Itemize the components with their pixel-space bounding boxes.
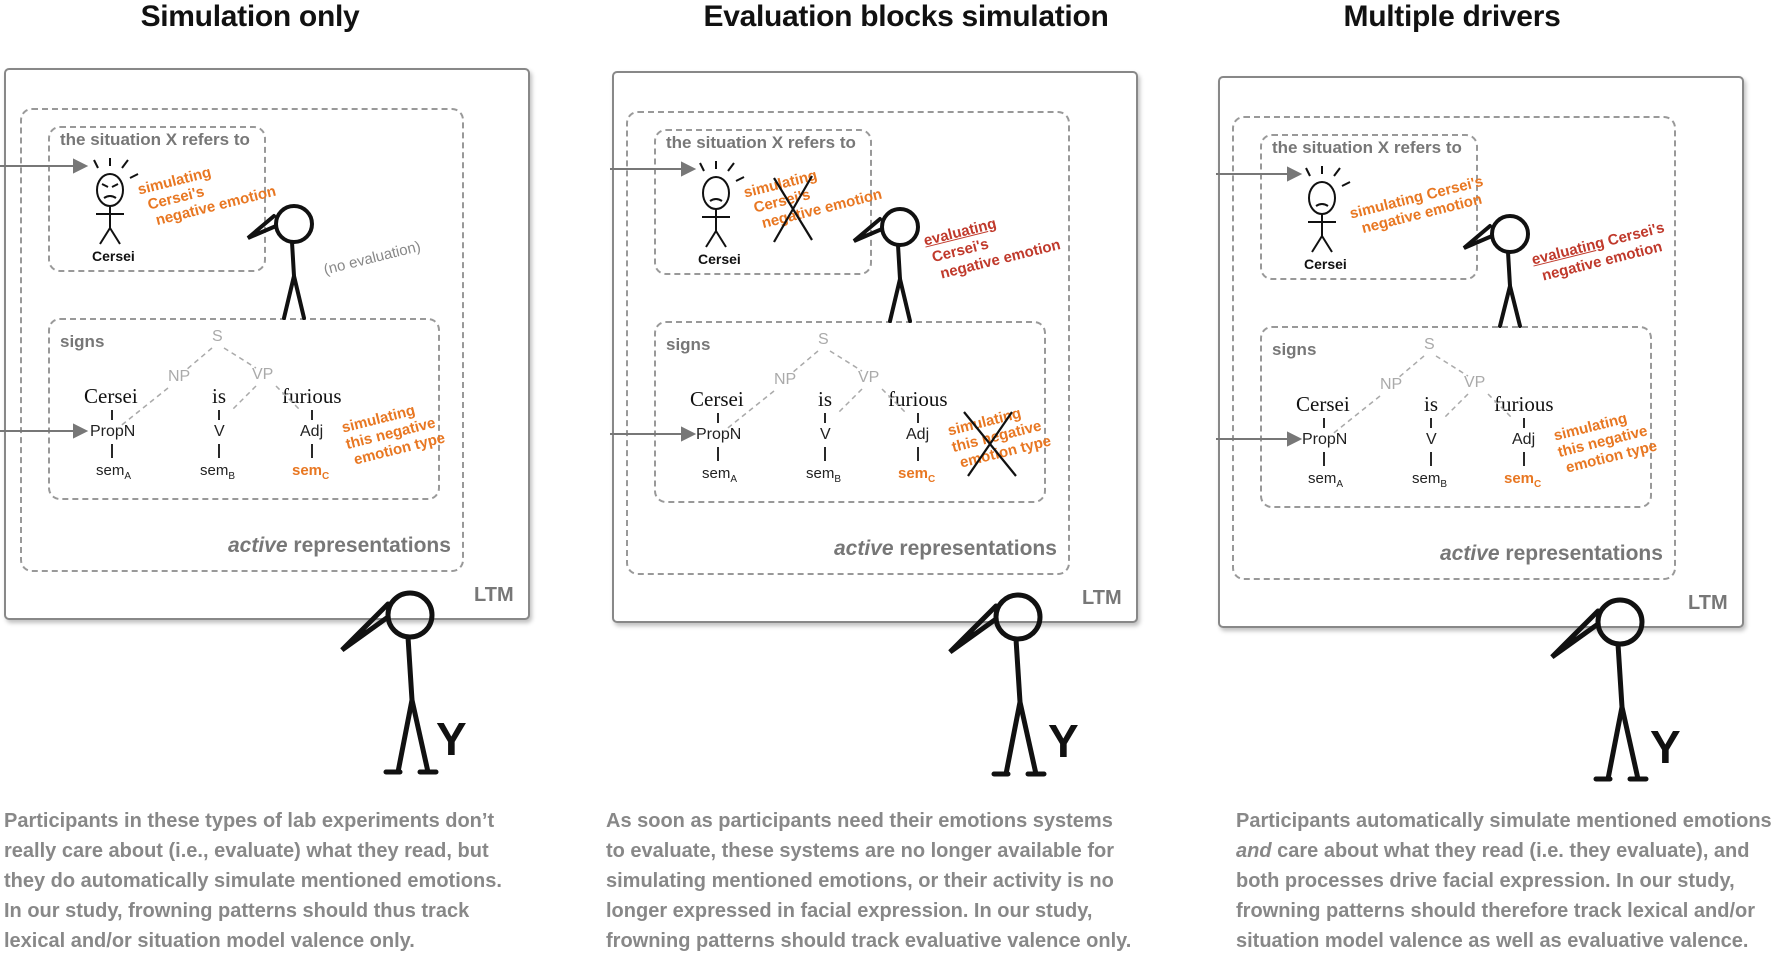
tree-s: S — [1424, 336, 1435, 353]
sem-b: semB — [200, 462, 236, 482]
tree-vp: VP — [858, 369, 880, 386]
word-is: is — [818, 387, 833, 411]
word-furious: furious — [888, 387, 948, 411]
active-representations-label: active representations — [1440, 542, 1663, 565]
ltm-box — [1218, 76, 1744, 628]
cersei-name: Cersei — [698, 251, 741, 267]
tree-vp: VP — [1464, 374, 1486, 391]
signs-label: signs — [60, 332, 105, 351]
active-representations-box — [1232, 116, 1676, 580]
situation-label: the situation X refers to — [1272, 138, 1462, 157]
panel-title: Evaluation blocks simulation — [703, 0, 1109, 33]
panel-simulation-only: Simulation only the situation X refers t… — [0, 0, 600, 958]
cat-v: V — [214, 423, 225, 440]
signs-label: signs — [666, 335, 711, 354]
situation-box — [654, 129, 872, 275]
cross-mark-2 — [963, 411, 1017, 477]
cat-propn: PropN — [90, 423, 136, 440]
panel-title: Multiple drivers — [1343, 0, 1561, 33]
tree-np: NP — [1380, 376, 1403, 393]
cat-adj: Adj — [300, 423, 324, 440]
situation-box — [1260, 134, 1478, 280]
ltm-label: LTM — [1082, 587, 1122, 609]
ltm-box — [612, 71, 1138, 623]
active-representations-label: active representations — [228, 534, 451, 557]
active-representations-box — [626, 111, 1070, 575]
panel-title: Simulation only — [140, 0, 360, 33]
signs-box — [1260, 326, 1652, 508]
tree-np: NP — [774, 371, 797, 388]
cat-adj: Adj — [906, 426, 930, 443]
word-furious: furious — [1494, 392, 1554, 416]
word-cersei: Cersei — [84, 384, 138, 408]
cat-v: V — [1426, 431, 1437, 448]
sem-b: semB — [806, 465, 842, 485]
sem-a: semA — [702, 465, 738, 485]
word-cersei: Cersei — [690, 387, 744, 411]
cat-adj: Adj — [1512, 431, 1536, 448]
cersei-name: Cersei — [1304, 256, 1347, 272]
signs-label: signs — [1272, 340, 1317, 359]
signs-box — [48, 318, 440, 500]
word-furious: furious — [282, 384, 342, 408]
cat-v: V — [820, 426, 831, 443]
word-is: is — [1424, 392, 1439, 416]
panel-1-drawing — [0, 158, 439, 775]
sem-c: semC — [292, 462, 330, 482]
sem-c: semC — [1504, 470, 1542, 490]
observer-y-label: Y — [1048, 715, 1079, 767]
tree-s: S — [212, 328, 223, 345]
situation-label: the situation X refers to — [60, 130, 250, 149]
cat-propn: PropN — [696, 426, 742, 443]
cat-propn: PropN — [1302, 431, 1348, 448]
ltm-label: LTM — [474, 584, 514, 606]
panel-multiple-drivers: Multiple drivers the situation X refers … — [1212, 0, 1788, 958]
sem-a: semA — [96, 462, 132, 482]
panel-3-drawing — [1216, 166, 1649, 782]
ltm-label: LTM — [1688, 592, 1728, 614]
panel-description: Participants in these types of lab exper… — [4, 810, 502, 952]
sem-c: semC — [898, 465, 936, 485]
active-representations-label: active representations — [834, 537, 1057, 560]
tree-vp: VP — [252, 366, 274, 383]
active-representations-box — [20, 108, 464, 572]
ltm-box — [4, 68, 530, 620]
signs-box — [654, 321, 1046, 503]
tree-s: S — [818, 331, 829, 348]
cross-mark-1 — [773, 175, 813, 243]
sem-a: semA — [1308, 470, 1344, 490]
panel-evaluation-blocks: Evaluation blocks simulation the situati… — [606, 0, 1206, 958]
panel-description: Participants automatically simulate ment… — [1236, 810, 1772, 952]
observer-y-label: Y — [436, 713, 467, 765]
panel-description: As soon as participants need their emoti… — [606, 810, 1132, 952]
situation-label: the situation X refers to — [666, 133, 856, 152]
cersei-name: Cersei — [92, 248, 135, 264]
tree-np: NP — [168, 368, 191, 385]
sem-b: semB — [1412, 470, 1448, 490]
situation-box — [48, 126, 266, 272]
panel-2-drawing — [610, 161, 1047, 777]
observer-y-label: Y — [1650, 721, 1681, 773]
word-is: is — [212, 384, 227, 408]
word-cersei: Cersei — [1296, 392, 1350, 416]
